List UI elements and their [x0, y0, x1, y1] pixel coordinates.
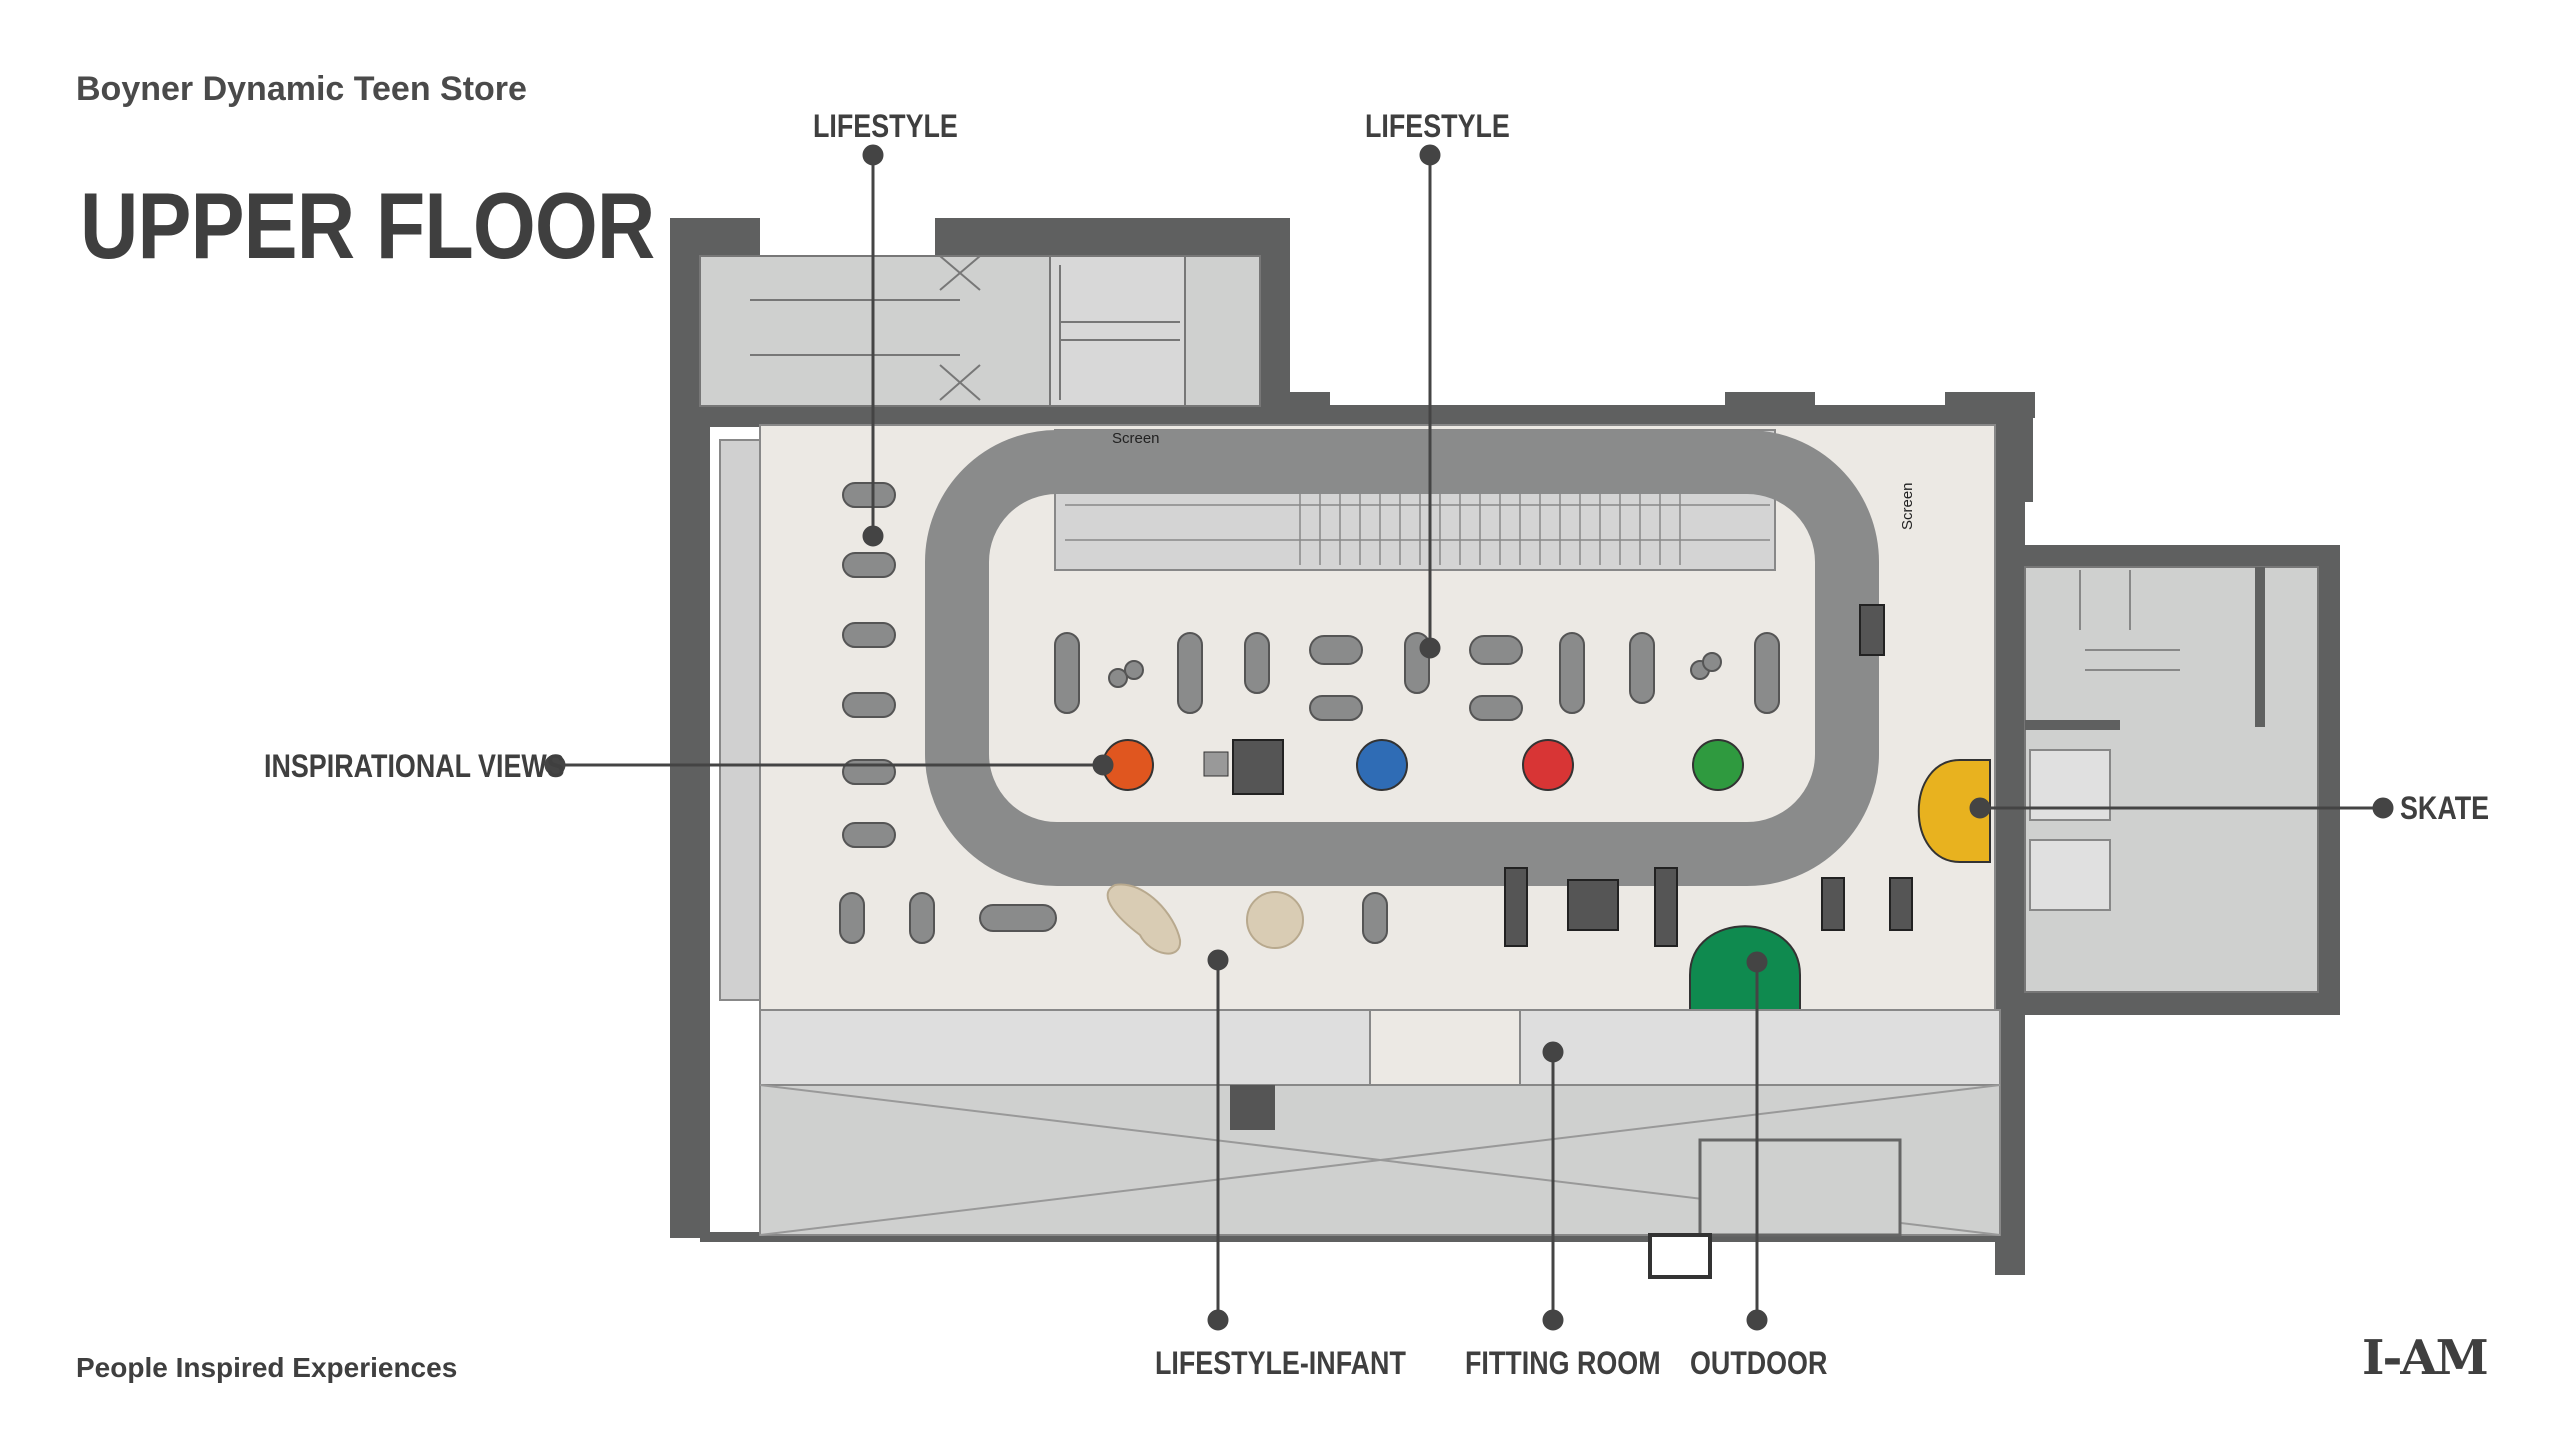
service-corridor: [759, 1009, 2001, 1279]
racetrack-loop: [925, 430, 1879, 886]
outdoor-zone: [1689, 925, 1801, 1011]
page-title: UPPER FLOOR: [80, 173, 655, 278]
label-skate: SKATE: [2400, 790, 2490, 826]
brand-logo: I-AM: [2362, 1330, 2489, 1386]
display-fixtures: [1054, 632, 1780, 721]
screen-label-top: Screen: [1112, 430, 1160, 447]
skate-zone: [1917, 759, 1991, 863]
tagline: People Inspired Experiences: [76, 1352, 458, 1383]
label-outdoor: OUTDOOR: [1690, 1345, 1828, 1381]
label-lifestyle-right: LIFESTYLE: [1365, 108, 1510, 144]
left-zone-tables: [839, 482, 1388, 944]
left-wall-display: [719, 439, 761, 1001]
label-lifestyle-left: LIFESTYLE: [813, 108, 958, 144]
right-annex: [2024, 566, 2319, 993]
building-walls: [670, 218, 2340, 1275]
colored-podiums: [1102, 739, 1744, 795]
black-racks: [1504, 604, 1913, 947]
store-name: Boyner Dynamic Teen Store: [76, 70, 527, 108]
label-fitting-room: FITTING ROOM: [1465, 1345, 1661, 1381]
label-inspirational-views: INSPIRATIONAL VIEWS: [264, 748, 565, 784]
stair-core: [699, 255, 1261, 407]
wood-tables: [1106, 883, 1304, 955]
screen-label-right: Screen: [1899, 482, 1916, 530]
label-lifestyle-infant: LIFESTYLE-INFANT: [1155, 1345, 1406, 1381]
callout-leaders: [544, 144, 2394, 1331]
